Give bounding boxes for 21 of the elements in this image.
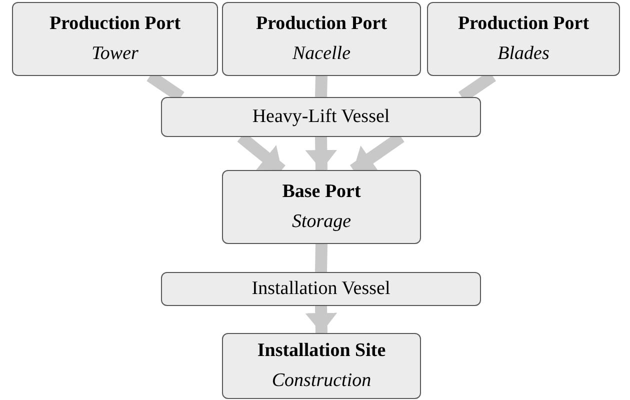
process-box bbox=[12, 2, 218, 76]
box-subtitle: Nacelle bbox=[292, 42, 351, 66]
process-box bbox=[222, 170, 421, 244]
box-subtitle: Construction bbox=[272, 369, 372, 393]
box-subtitle: Blades bbox=[498, 42, 550, 66]
box-subtitle: Tower bbox=[92, 42, 138, 66]
box-label: Installation Vessel bbox=[252, 277, 390, 301]
box-heading: Production Port bbox=[256, 12, 388, 36]
box-label: Heavy-Lift Vessel bbox=[252, 105, 390, 129]
arrow bbox=[305, 306, 338, 334]
box-heading: Base Port bbox=[282, 180, 361, 204]
box-heading: Production Port bbox=[458, 12, 590, 36]
process-box bbox=[222, 333, 421, 399]
process-box bbox=[161, 97, 481, 137]
process-box bbox=[222, 2, 421, 76]
arrow bbox=[305, 136, 338, 170]
box-heading: Installation Site bbox=[257, 339, 386, 363]
box-heading: Production Port bbox=[49, 12, 181, 36]
box-subtitle: Storage bbox=[292, 210, 352, 234]
process-box bbox=[161, 272, 481, 306]
process-box bbox=[427, 2, 620, 76]
